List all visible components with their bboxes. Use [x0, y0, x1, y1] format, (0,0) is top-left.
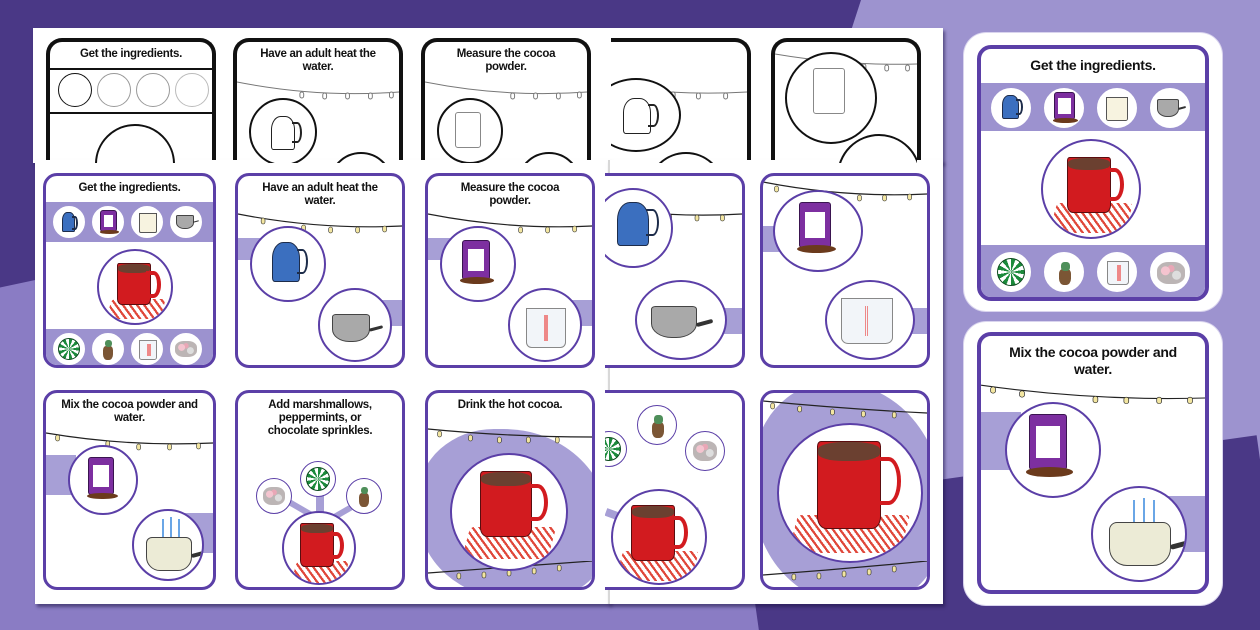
- card-heat-water: Have an adult heat the water.: [235, 173, 405, 368]
- bw-card-heat-water: Have an adult heat the water.: [233, 38, 403, 163]
- cocoa-can-icon: [68, 445, 138, 515]
- card-title: Mix the cocoa powder and water.: [1009, 344, 1177, 377]
- preview-card-frame: Mix the cocoa powder and water.: [964, 322, 1222, 605]
- chocolate-sprinkles-icon: [346, 478, 382, 514]
- card-heat-water-partial: [605, 173, 745, 368]
- marshmallows-icon: [1150, 252, 1190, 292]
- cocoa-can-icon: [97, 73, 131, 107]
- cocoa-can-icon: [1005, 402, 1101, 498]
- saucepan-icon: [318, 288, 392, 362]
- card-title: Have an adult heat the water.: [260, 48, 376, 73]
- bw-card-get-ingredients: Get the ingredients.: [46, 38, 216, 163]
- measuring-cup-icon: [1097, 252, 1137, 292]
- cocoa-can-icon: [440, 226, 516, 302]
- card-title: Add marshmallows, peppermints, or chocol…: [267, 399, 373, 437]
- marshmallows-icon: [685, 431, 725, 471]
- card-measure-cocoa: Measure the cocoa powder.: [425, 173, 595, 368]
- steaming-pan-icon: [132, 509, 204, 581]
- bw-card-measure-cocoa: Measure the cocoa powder.: [421, 38, 591, 163]
- color-sheet: Get the ingredients. Have an adult heat …: [35, 160, 610, 604]
- saucepan-icon: [635, 280, 727, 360]
- card-drink-cocoa: Drink the hot cocoa.: [425, 390, 595, 590]
- kettle-icon: [58, 73, 92, 107]
- bw-card-heat-water-partial: [611, 38, 751, 163]
- kettle-icon: [605, 188, 673, 268]
- card-title: Get the ingredients.: [1030, 57, 1156, 73]
- saucepan-icon: [170, 206, 202, 238]
- hot-cocoa-mug-icon: [95, 124, 175, 163]
- card-get-ingredients: Get the ingredients.: [43, 173, 216, 368]
- bw-card-measure-cocoa-partial: [771, 38, 921, 163]
- measuring-cup-icon: [517, 152, 581, 163]
- card-title: Have an adult heat the water.: [262, 182, 378, 207]
- measuring-cup-icon: [508, 288, 582, 362]
- hot-cocoa-mug-icon: [1041, 139, 1141, 239]
- marshmallows-icon: [256, 478, 292, 514]
- card-add-toppings: Add marshmallows, peppermints, or chocol…: [235, 390, 405, 590]
- color-sheet-second: [605, 160, 943, 604]
- measuring-cup-icon: [131, 333, 163, 365]
- kettle-icon: [250, 226, 326, 302]
- white-mug-icon: [131, 206, 163, 238]
- peppermint-icon: [300, 461, 336, 497]
- card-add-toppings-partial: [605, 390, 745, 590]
- cocoa-can-icon: [785, 52, 877, 144]
- steaming-pan-icon: [1091, 486, 1187, 582]
- card-drink-cocoa-partial: [760, 390, 930, 590]
- preview-card-mix-cocoa-water: Mix the cocoa powder and water.: [977, 332, 1209, 594]
- peppermint-icon: [991, 252, 1031, 292]
- card-title: Mix the cocoa powder and water.: [61, 399, 198, 424]
- hot-cocoa-mug-icon: [450, 453, 568, 571]
- kettle-icon: [53, 206, 85, 238]
- white-mug-icon: [1097, 88, 1137, 128]
- kettle-icon: [249, 98, 317, 163]
- chocolate-sprinkles-icon: [637, 405, 677, 445]
- card-mix-cocoa-water: Mix the cocoa powder and water.: [43, 390, 216, 590]
- measuring-cup-icon: [825, 280, 915, 360]
- kettle-icon: [991, 88, 1031, 128]
- peppermint-icon: [53, 333, 85, 365]
- marshmallows-icon: [170, 333, 202, 365]
- cocoa-can-icon: [92, 206, 124, 238]
- hot-cocoa-mug-icon: [97, 249, 173, 325]
- cocoa-can-icon: [1044, 88, 1084, 128]
- chocolate-sprinkles-icon: [92, 333, 124, 365]
- card-title: Measure the cocoa powder.: [460, 182, 560, 207]
- cocoa-can-icon: [773, 190, 863, 272]
- chocolate-sprinkles-icon: [1044, 252, 1084, 292]
- hot-cocoa-mug-icon: [611, 489, 707, 585]
- kettle-icon: [611, 78, 681, 152]
- preview-card-get-ingredients: Get the ingredients.: [977, 45, 1209, 301]
- peppermint-icon: [605, 431, 627, 467]
- saucepan-icon: [1150, 88, 1190, 128]
- hot-cocoa-mug-icon: [282, 511, 356, 585]
- card-title: Measure the cocoa powder.: [456, 48, 556, 73]
- white-mug-icon: [136, 73, 170, 107]
- card-title: Get the ingredients.: [80, 48, 182, 60]
- card-title: Drink the hot cocoa.: [457, 399, 563, 411]
- bw-sheet: Get the ingredients. Have an adult heat …: [33, 28, 943, 163]
- preview-card-frame: Get the ingredients.: [964, 33, 1222, 311]
- cocoa-can-icon: [437, 98, 503, 163]
- card-measure-cocoa-partial: [760, 173, 930, 368]
- hot-cocoa-mug-icon: [777, 423, 923, 563]
- card-title: Get the ingredients.: [78, 182, 181, 194]
- saucepan-icon: [175, 73, 209, 107]
- saucepan-icon: [329, 152, 393, 163]
